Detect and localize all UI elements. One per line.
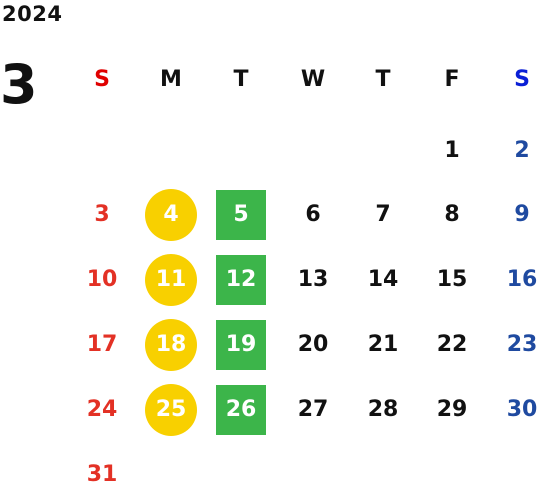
weekday-header-thu: T bbox=[375, 67, 391, 92]
calendar-day-7[interactable]: 7 bbox=[375, 202, 391, 227]
calendar-day-12[interactable]: 12 bbox=[216, 255, 266, 305]
calendar-day-13[interactable]: 13 bbox=[297, 267, 329, 292]
calendar-day-30[interactable]: 30 bbox=[506, 397, 538, 422]
calendar-day-4[interactable]: 4 bbox=[145, 189, 197, 241]
calendar-day-3[interactable]: 3 bbox=[94, 202, 110, 227]
calendar-day-21[interactable]: 21 bbox=[367, 332, 399, 357]
weekday-header-sat: S bbox=[514, 67, 530, 92]
calendar-day-19[interactable]: 19 bbox=[216, 320, 266, 370]
calendar-day-20[interactable]: 20 bbox=[297, 332, 329, 357]
calendar-day-23[interactable]: 23 bbox=[506, 332, 538, 357]
calendar-day-11[interactable]: 11 bbox=[145, 254, 197, 306]
calendar-day-16[interactable]: 16 bbox=[506, 267, 538, 292]
calendar-day-26[interactable]: 26 bbox=[216, 385, 266, 435]
weekday-header-mon: M bbox=[160, 67, 182, 92]
calendar-day-15[interactable]: 15 bbox=[436, 267, 468, 292]
weekday-header-sun: S bbox=[94, 67, 110, 92]
calendar-day-5[interactable]: 5 bbox=[216, 190, 266, 240]
calendar-day-18[interactable]: 18 bbox=[145, 319, 197, 371]
calendar-day-31[interactable]: 31 bbox=[86, 462, 118, 487]
weekday-header-fri: F bbox=[444, 67, 460, 92]
calendar-day-29[interactable]: 29 bbox=[436, 397, 468, 422]
weekday-header-tue: T bbox=[233, 67, 249, 92]
weekday-header-wed: W bbox=[300, 67, 326, 92]
calendar-day-24[interactable]: 24 bbox=[86, 397, 118, 422]
calendar-day-22[interactable]: 22 bbox=[436, 332, 468, 357]
calendar-day-9[interactable]: 9 bbox=[514, 202, 530, 227]
calendar-day-1[interactable]: 1 bbox=[444, 138, 460, 163]
year-label: 2024 bbox=[2, 2, 63, 26]
calendar-day-8[interactable]: 8 bbox=[444, 202, 460, 227]
calendar-day-17[interactable]: 17 bbox=[86, 332, 118, 357]
month-label: 3 bbox=[0, 53, 38, 116]
calendar-day-2[interactable]: 2 bbox=[514, 138, 530, 163]
calendar-day-27[interactable]: 27 bbox=[297, 397, 329, 422]
calendar-day-28[interactable]: 28 bbox=[367, 397, 399, 422]
calendar-day-10[interactable]: 10 bbox=[86, 267, 118, 292]
calendar-day-25[interactable]: 25 bbox=[145, 384, 197, 436]
calendar-day-14[interactable]: 14 bbox=[367, 267, 399, 292]
calendar-day-6[interactable]: 6 bbox=[305, 202, 321, 227]
